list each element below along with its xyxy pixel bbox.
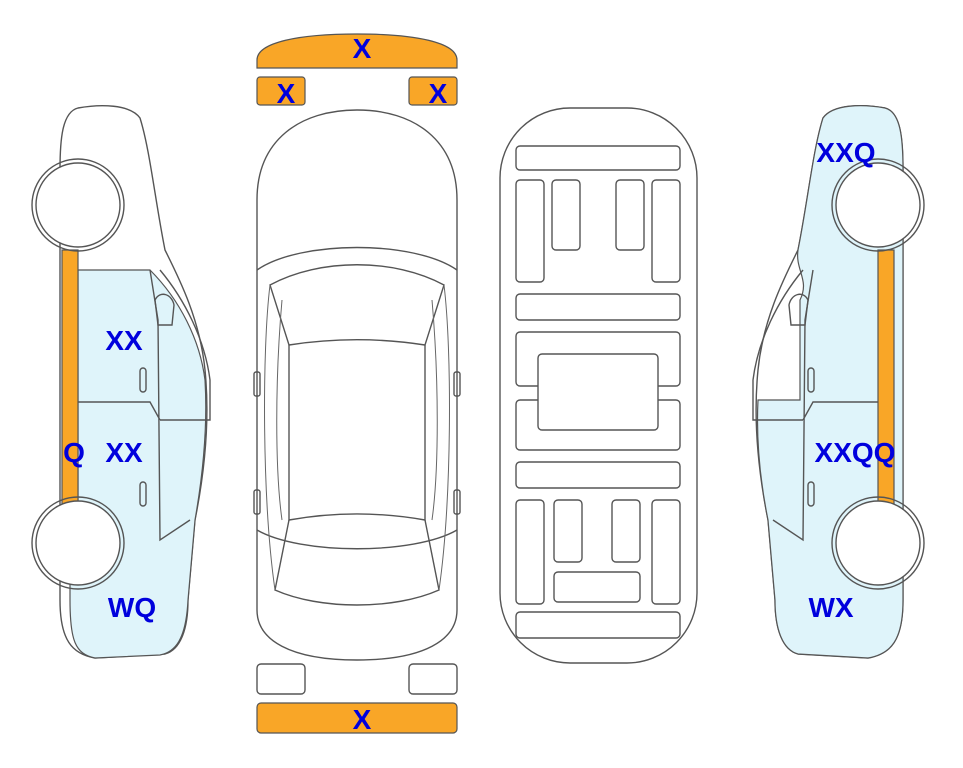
left-front-handle (139, 367, 147, 393)
front-bumper-label: X (353, 33, 372, 64)
right-front-wheel-arch (831, 158, 925, 252)
top-left-rear-handle (253, 489, 261, 515)
right-rear-door-label: XXQQ (815, 437, 896, 468)
right-rear-handle (807, 481, 815, 507)
front-left-light (256, 76, 306, 106)
top-right-mirror (453, 371, 461, 397)
top-roof (288, 345, 426, 521)
left-rear-door-label: XX (105, 437, 143, 468)
left-front-wheel (35, 162, 121, 248)
interior-front-left-seat-inner (551, 179, 581, 251)
interior-front-right-seat-inner (615, 179, 645, 251)
top-right-pillar (438, 284, 450, 591)
front-right-light-label: X (429, 78, 448, 109)
top-rear-window (274, 519, 440, 606)
left-mirror (154, 293, 175, 326)
rear-left-light (256, 663, 306, 695)
rear-bumper (256, 702, 458, 734)
right-front-fender-label: XXQ (816, 137, 875, 168)
interior-rear-left-seat-inner (553, 499, 583, 563)
front-bumper (256, 33, 458, 69)
top-view: X X X X (253, 33, 461, 735)
front-left-light-label: X (277, 78, 296, 109)
interior-view (499, 107, 698, 664)
left-door-line (78, 269, 191, 542)
right-rear-wheel (835, 500, 921, 586)
interior-rear-bench (553, 571, 641, 603)
interior-front-bar (515, 145, 681, 171)
interior-mid-bar-2 (515, 461, 681, 489)
interior-rear-right-seat (651, 499, 681, 605)
top-left-inner (276, 299, 283, 521)
interior-mid-bar-1 (515, 293, 681, 321)
left-rear-handle (139, 481, 147, 507)
right-door-line (772, 269, 885, 542)
interior-front-right-seat (651, 179, 681, 283)
left-rear-wheel-arch (31, 496, 125, 590)
right-rear-quarter-label: WX (808, 592, 853, 623)
right-side-view: XXQ XXQQ WX (752, 105, 925, 659)
right-window-line (752, 269, 804, 421)
left-rear-wheel (35, 500, 121, 586)
left-rear-quarter-label: WQ (108, 592, 156, 623)
interior-rear-right-seat-inner (611, 499, 641, 563)
left-window-line (159, 269, 211, 421)
top-hood-line (256, 246, 458, 271)
right-mirror (788, 293, 809, 326)
top-left-mirror (253, 371, 261, 397)
right-front-handle (807, 367, 815, 393)
front-right-light (408, 76, 458, 106)
interior-rear-left-seat (515, 499, 545, 605)
left-front-door-label: XX (105, 325, 143, 356)
top-right-inner (431, 299, 438, 521)
top-trunk-line (256, 529, 458, 550)
left-side-view: XX XX Q WQ (31, 105, 211, 659)
left-front-wheel-arch (31, 158, 125, 252)
right-front-wheel (835, 162, 921, 248)
rear-right-light (408, 663, 458, 695)
interior-rear-bar (515, 611, 681, 639)
top-body-outline (256, 109, 458, 661)
interior-front-left-seat (515, 179, 545, 283)
right-rear-wheel-arch (831, 496, 925, 590)
interior-center-panel (537, 353, 659, 431)
top-left-pillar (264, 284, 276, 591)
rear-bumper-label: X (353, 704, 372, 735)
left-rocker-label: Q (63, 437, 85, 468)
top-right-rear-handle (453, 489, 461, 515)
